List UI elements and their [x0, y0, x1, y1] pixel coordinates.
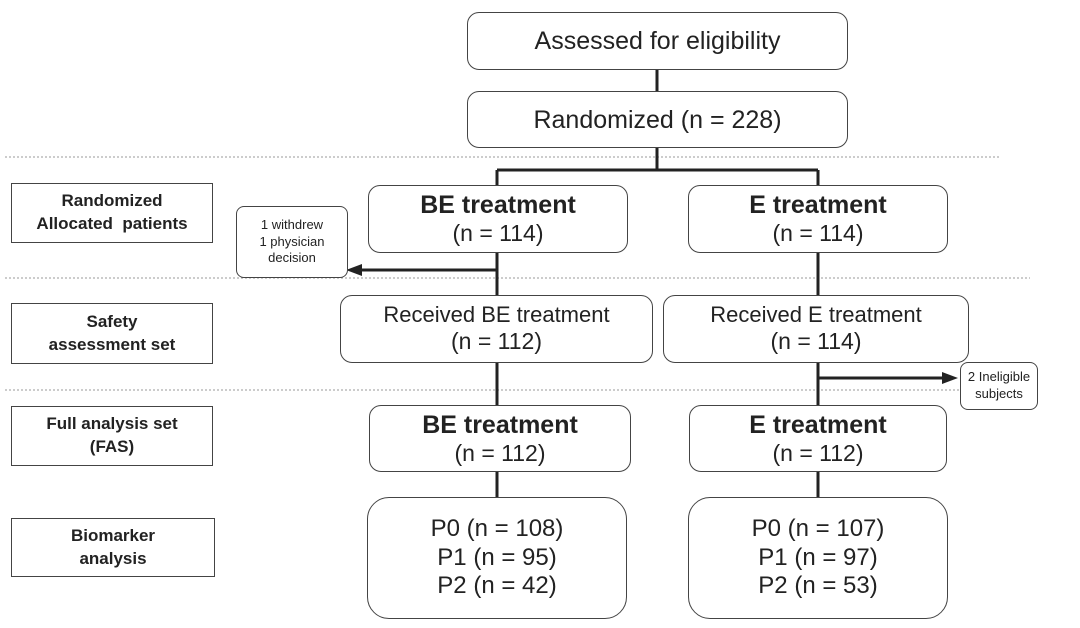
stage-label-line: Safety [86, 311, 138, 331]
be-exclusion-line: 1 withdrew [260, 216, 324, 232]
e-fas-count: (n = 112) [772, 439, 864, 466]
e-fas-title: E treatment [749, 410, 887, 439]
e-biomarker-p1: P1 (n = 97) [758, 543, 878, 571]
e-biomarker-p0: P0 (n = 107) [751, 514, 885, 542]
stage-label-line: Allocated patients [36, 214, 188, 233]
randomized-box: Randomized (n = 228) [467, 91, 848, 148]
e-allocated-title: E treatment [749, 191, 887, 220]
stage-label-line: (FAS) [89, 437, 135, 456]
e-exclusion-note: 2 Ineligible subjects [960, 362, 1038, 410]
e-exclusion-line: 2 Ineligible [967, 369, 1031, 385]
randomized-text: Randomized (n = 228) [533, 105, 782, 134]
e-allocated-box: E treatment (n = 114) [688, 185, 948, 253]
arrowhead-be-exclusion [346, 264, 362, 276]
e-received-box: Received E treatment (n = 114) [663, 295, 969, 363]
stage-label-line: analysis [79, 548, 147, 568]
be-biomarker-p1: P1 (n = 95) [437, 543, 557, 571]
assessed-text: Assessed for eligibility [534, 27, 781, 55]
be-exclusion-line: decision [268, 250, 316, 266]
stage-label-biomarker: Biomarker analysis [11, 518, 215, 577]
be-received-title: Received BE treatment [383, 302, 610, 327]
assessed-box: Assessed for eligibility [467, 12, 848, 70]
e-received-count: (n = 114) [770, 328, 862, 355]
stage-label-line: assessment set [48, 334, 176, 354]
e-fas-box: E treatment (n = 112) [689, 405, 947, 472]
stage-label-safety: Safety assessment set [11, 303, 213, 364]
stage-label-randomized: Randomized Allocated patients [11, 183, 213, 243]
be-allocated-title: BE treatment [420, 191, 576, 220]
e-allocated-count: (n = 114) [772, 220, 864, 247]
arrowhead-e-exclusion [942, 372, 958, 384]
be-biomarker-box: P0 (n = 108) P1 (n = 95) P2 (n = 42) [367, 497, 627, 619]
be-fas-count: (n = 112) [454, 439, 546, 466]
stage-label-line: Full analysis set [46, 414, 178, 434]
be-exclusion-line: 1 physician [259, 233, 325, 249]
be-allocated-box: BE treatment (n = 114) [368, 185, 628, 253]
e-received-title: Received E treatment [710, 302, 922, 327]
e-exclusion-line: subjects [975, 386, 1023, 401]
e-biomarker-p2: P2 (n = 53) [758, 572, 878, 600]
be-allocated-count: (n = 114) [452, 220, 544, 247]
be-received-count: (n = 112) [451, 328, 542, 355]
e-biomarker-box: P0 (n = 107) P1 (n = 97) P2 (n = 53) [688, 497, 948, 619]
be-biomarker-p2: P2 (n = 42) [437, 572, 557, 600]
be-biomarker-p0: P0 (n = 108) [430, 514, 564, 542]
be-fas-title: BE treatment [422, 410, 578, 439]
stage-label-line: Biomarker [70, 525, 156, 545]
stage-label-fas: Full analysis set (FAS) [11, 406, 213, 466]
stage-label-line: Randomized [61, 191, 163, 211]
be-exclusion-note: 1 withdrew 1 physician decision [236, 206, 348, 278]
be-fas-box: BE treatment (n = 112) [369, 405, 631, 472]
be-received-box: Received BE treatment (n = 112) [340, 295, 653, 363]
